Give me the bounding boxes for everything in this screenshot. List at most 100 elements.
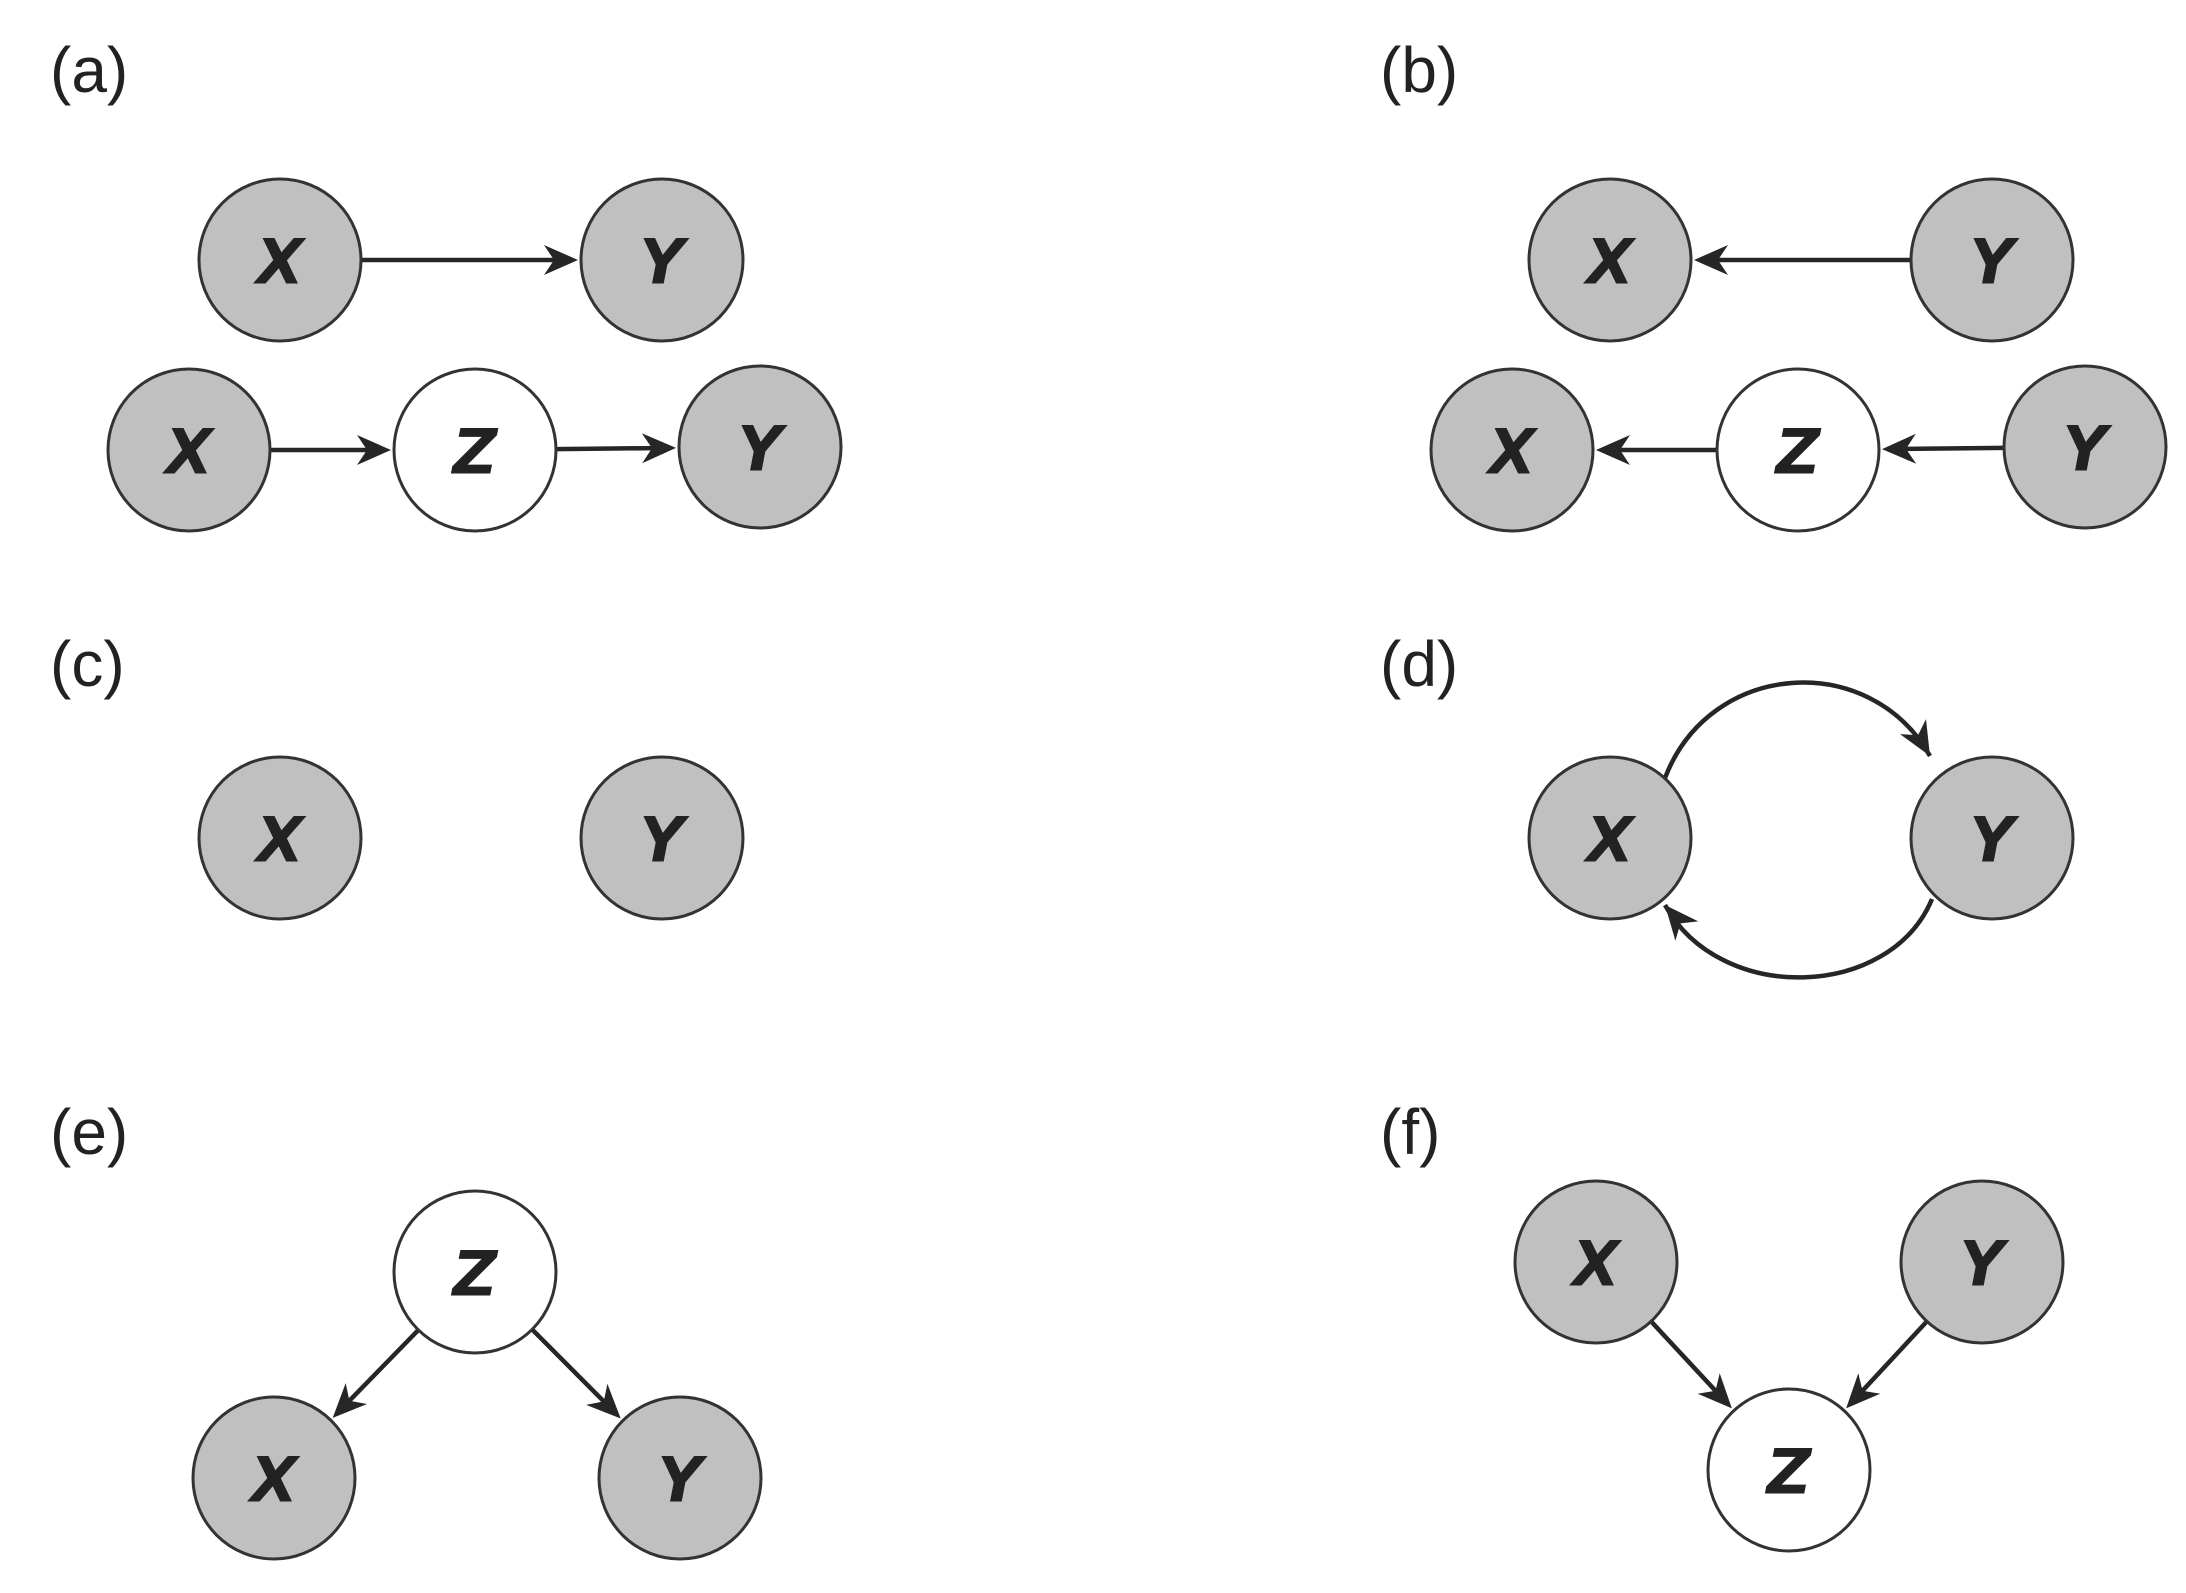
node-label-b1y: Y (1970, 226, 2021, 299)
node-ey: Y (597, 1395, 763, 1561)
node-circle-b2z (1715, 367, 1881, 533)
node-circle-a1y (579, 177, 745, 343)
node-label-b1x: X (1582, 226, 1637, 299)
node-dy: Y (1909, 755, 2075, 921)
edge-ez-to-ex-arrowhead (332, 1383, 368, 1418)
panel-label-c: (c) (50, 628, 125, 700)
node-label-fx: X (1568, 1228, 1623, 1301)
node-cx: X (197, 755, 363, 921)
node-circle-b1y (1909, 177, 2075, 343)
edge-b1y-to-b1x (1694, 245, 1911, 275)
edge-a2x-to-a2z-arrowhead (357, 435, 391, 465)
node-label-a2y: Y (738, 413, 789, 486)
edge-ez-to-ey (530, 1327, 621, 1419)
node-a2y: Y (677, 364, 843, 530)
edge-fy-to-fz-arrowhead (1846, 1373, 1881, 1409)
node-label-ex: X (246, 1444, 301, 1517)
node-circle-dx (1527, 755, 1693, 921)
node-circle-cy (579, 755, 745, 921)
node-label-ey: Y (658, 1444, 709, 1517)
edge-dy-to-dx-arrowhead (1665, 905, 1699, 941)
node-b2y: Y (2002, 364, 2168, 530)
edge-a2z-to-a2y-line (555, 445, 653, 452)
node-b1y: Y (1909, 177, 2075, 343)
edge-fy-to-fz-line (1860, 1319, 1929, 1393)
edge-b2y-to-b2z-arrowhead (1882, 433, 1917, 464)
panel-label-d: (d) (1380, 628, 1458, 700)
node-circle-b2x (1429, 367, 1595, 533)
node-cy: Y (579, 755, 745, 921)
edge-a1x-to-a1y (361, 245, 578, 275)
node-fz: Z (1706, 1387, 1872, 1553)
node-circle-ez (392, 1189, 558, 1355)
edge-fx-to-fz (1649, 1319, 1732, 1409)
panel-labels: (a) (b) (c) (d) (e) (f) (50, 34, 1458, 1168)
edge-ez-to-ey-line (530, 1327, 606, 1404)
node-label-a1x: X (252, 226, 307, 299)
edge-a2z-to-a2y (555, 433, 676, 464)
node-circle-a2z (392, 367, 558, 533)
edge-a2z-to-a2y-arrowhead (641, 433, 676, 464)
node-a2z: Z (392, 367, 558, 533)
edge-b2y-to-b2z-line (1905, 445, 2005, 452)
panel-label-a: (a) (50, 34, 128, 106)
edge-dy-to-dx (1663, 898, 1935, 980)
node-ex: X (191, 1395, 357, 1561)
edge-dx-to-dy-line (1662, 680, 1932, 779)
edge-a1x-to-a1y-arrowhead (544, 245, 578, 275)
node-a1y: Y (579, 177, 745, 343)
edge-fx-to-fz-arrowhead (1697, 1373, 1732, 1409)
node-b1x: X (1527, 177, 1693, 343)
node-fy: Y (1899, 1179, 2065, 1345)
node-label-b2x: X (1484, 416, 1539, 489)
node-b2x: X (1429, 367, 1595, 533)
node-circle-ey (597, 1395, 763, 1561)
node-circle-b1x (1527, 177, 1693, 343)
panel-label-b: (b) (1380, 34, 1458, 106)
edge-b2y-to-b2z (1882, 433, 2005, 464)
panel-label-f: (f) (1380, 1096, 1440, 1168)
node-circle-ex (191, 1395, 357, 1561)
edges (270, 245, 2005, 1419)
node-label-a2z: Z (451, 416, 499, 489)
node-label-b2y: Y (2063, 413, 2114, 486)
node-circle-a1x (197, 177, 363, 343)
edge-dx-to-dy-arrowhead (1900, 719, 1930, 756)
node-label-a2x: X (161, 416, 216, 489)
nodes: X Y X Z Y X Y X Z Y X Y X Y Z X Y X Y Z (106, 177, 2168, 1561)
edge-dx-to-dy (1662, 680, 1932, 779)
node-circle-a2y (677, 364, 843, 530)
node-label-fz: Z (1765, 1436, 1813, 1509)
node-ez: Z (392, 1189, 558, 1355)
node-dx: X (1527, 755, 1693, 921)
node-label-cx: X (252, 804, 307, 877)
node-label-dy: Y (1970, 804, 2021, 877)
node-label-a1y: Y (640, 226, 691, 299)
edge-ez-to-ex-line (347, 1328, 421, 1403)
node-a2x: X (106, 367, 272, 533)
node-circle-a2x (106, 367, 272, 533)
node-circle-dy (1909, 755, 2075, 921)
edge-fy-to-fz (1846, 1319, 1929, 1409)
edge-b2z-to-b2x (1596, 435, 1717, 465)
panel-label-e: (e) (50, 1096, 128, 1168)
node-circle-fz (1706, 1387, 1872, 1553)
node-label-cy: Y (640, 804, 691, 877)
node-label-dx: X (1582, 804, 1637, 877)
node-label-ez: Z (451, 1238, 499, 1311)
node-b2z: Z (1715, 367, 1881, 533)
node-a1x: X (197, 177, 363, 343)
node-circle-cx (197, 755, 363, 921)
edge-fx-to-fz-line (1649, 1319, 1718, 1393)
edge-ez-to-ex (332, 1328, 421, 1418)
node-label-fy: Y (1960, 1228, 2011, 1301)
edge-b2z-to-b2x-arrowhead (1596, 435, 1630, 465)
edge-dy-to-dx-line (1663, 898, 1935, 980)
node-fx: X (1513, 1179, 1679, 1345)
node-circle-b2y (2002, 364, 2168, 530)
edge-a2x-to-a2z (270, 435, 391, 465)
node-circle-fx (1513, 1179, 1679, 1345)
edge-ez-to-ey-arrowhead (586, 1383, 621, 1419)
node-circle-fy (1899, 1179, 2065, 1345)
